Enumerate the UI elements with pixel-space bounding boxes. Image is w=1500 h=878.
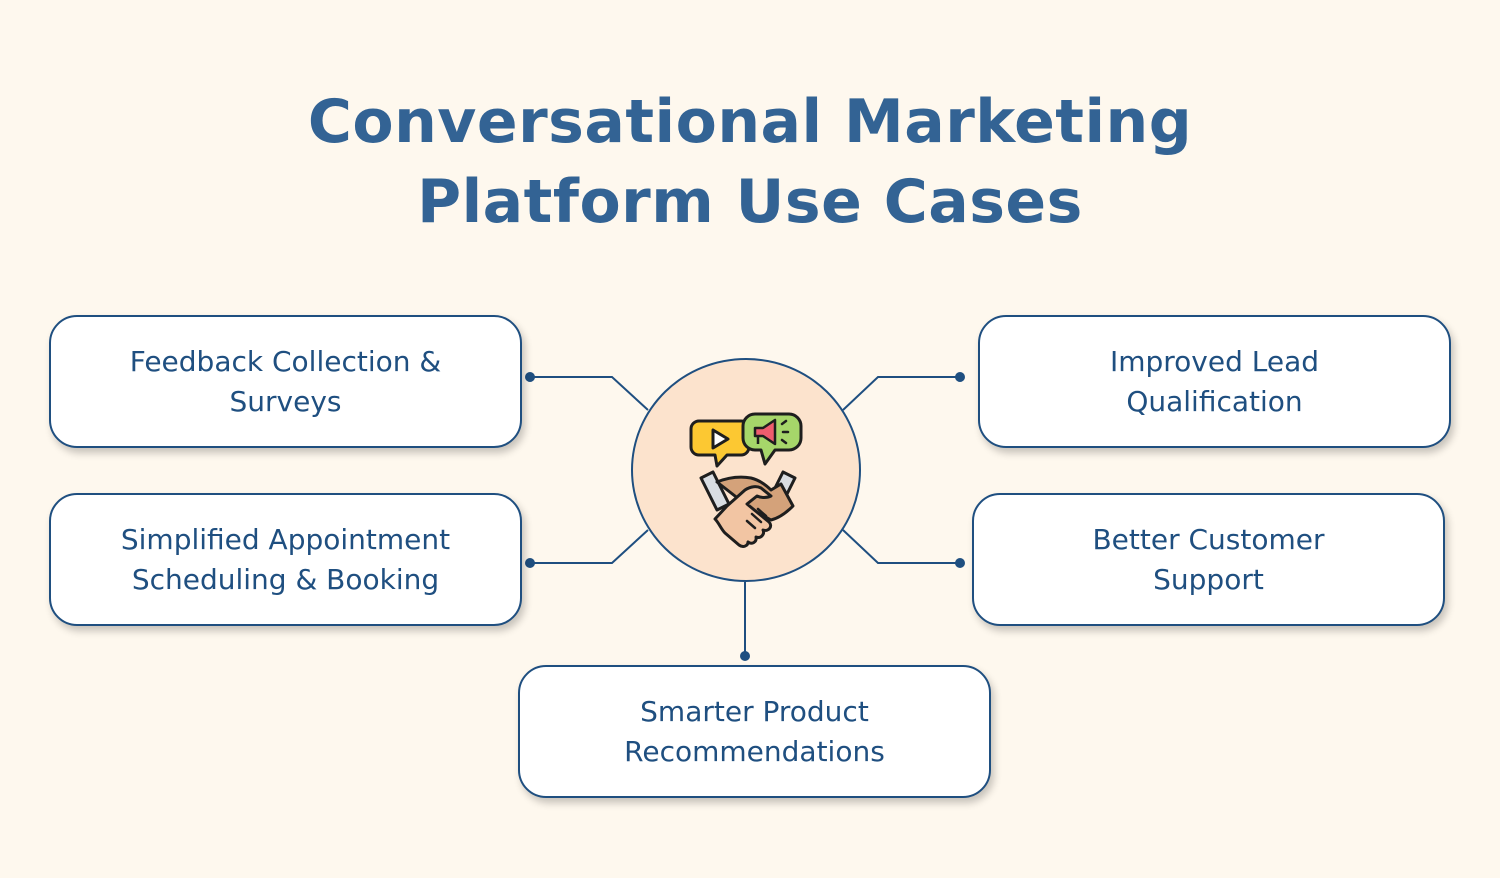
connector-support — [842, 529, 960, 564]
use-case-label: Improved Lead Qualification — [1109, 344, 1320, 418]
connector-appointment — [530, 529, 649, 564]
handshake-icon — [699, 470, 797, 548]
connector-dot-support — [955, 558, 965, 568]
handshake-with-chat-bubbles-icon — [689, 412, 803, 548]
connector-dot-recommendations — [740, 651, 750, 661]
use-case-label: Simplified Appointment Scheduling & Book… — [120, 522, 451, 596]
use-case-label: Smarter Product Recommendations — [624, 694, 885, 768]
use-case-feedback-collection: Feedback Collection & Surveys — [49, 315, 522, 448]
connector-dot-feedback — [525, 372, 535, 382]
use-case-customer-support: Better Customer Support — [972, 493, 1445, 626]
connector-dot-appointment — [525, 558, 535, 568]
title-line-2: Platform Use Cases — [417, 167, 1083, 237]
use-case-label: Better Customer Support — [1092, 522, 1325, 596]
use-case-product-recommendations: Smarter Product Recommendations — [518, 665, 991, 798]
use-case-appointment-scheduling: Simplified Appointment Scheduling & Book… — [49, 493, 522, 626]
connector-feedback — [530, 376, 649, 411]
title-line-1: Conversational Marketing — [307, 87, 1193, 157]
use-case-lead-qualification: Improved Lead Qualification — [978, 315, 1451, 448]
connector-dot-lead — [955, 372, 965, 382]
use-case-label: Feedback Collection & Surveys — [129, 344, 442, 418]
megaphone-bubble-icon — [741, 412, 803, 466]
diagram-title: Conversational Marketing Platform Use Ca… — [0, 82, 1500, 242]
connector-lead — [842, 376, 960, 411]
video-bubble-icon — [689, 419, 751, 468]
center-hub — [631, 358, 861, 582]
